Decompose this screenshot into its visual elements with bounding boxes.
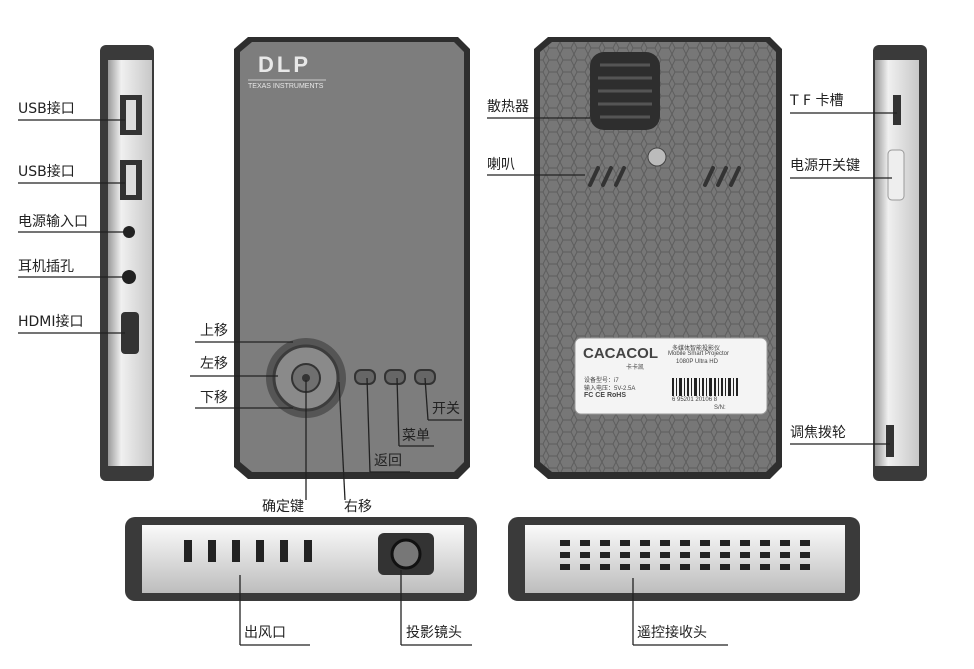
front-view: [234, 37, 470, 479]
vent-slot: [620, 552, 630, 558]
label-power-switch: 电源开关键: [790, 158, 860, 174]
vent-slot: [600, 552, 610, 558]
vent-slot: [760, 564, 770, 570]
label-resolution: 1080P Ultra HD: [676, 359, 718, 365]
label-speaker: 喇叭: [487, 157, 515, 173]
label-power: 开关: [432, 401, 460, 417]
vent-slot: [560, 540, 570, 546]
vent-slot: [760, 552, 770, 558]
vent-slot: [720, 564, 730, 570]
vent-slot: [580, 540, 590, 546]
right-side-view: [873, 45, 927, 481]
vent-slot: [640, 552, 650, 558]
label-product-en: Mobile Smart Projector: [668, 351, 730, 357]
vent-slot: [660, 540, 670, 546]
back-view: [534, 37, 782, 479]
label-tf-slot: T F 卡槽: [790, 93, 844, 109]
label-down: 下移: [200, 390, 228, 406]
label-back: 返回: [374, 453, 402, 469]
label-model: 设备型号：i7: [584, 378, 619, 384]
vent-slot: [760, 540, 770, 546]
vent-slot: [780, 564, 790, 570]
vent-slot: [700, 552, 710, 558]
vent-slot: [800, 552, 810, 558]
vent-slot: [580, 564, 590, 570]
dlp-logo: DLP: [258, 52, 311, 77]
vent-slot: [800, 564, 810, 570]
label-usb-2: USB接口: [18, 164, 75, 180]
vent-slot: [560, 564, 570, 570]
vent-slot: [780, 552, 790, 558]
label-menu: 菜单: [402, 428, 430, 444]
vent-slot: [700, 540, 710, 546]
label-barcode: 6 95201 20106 8: [672, 397, 718, 403]
vent-slot: [660, 564, 670, 570]
bottom-front-end-view: [125, 517, 477, 601]
label-usb-1: USB接口: [18, 101, 75, 117]
label-heatsink: 散热器: [487, 99, 529, 115]
vent-slot: [740, 564, 750, 570]
vent-slot: [780, 540, 790, 546]
label-lens: 投影镜头: [406, 625, 462, 641]
vent-slot: [720, 540, 730, 546]
dlp-logo-sub: TEXAS INSTRUMENTS: [248, 83, 324, 90]
label-vent: 出风口: [244, 625, 286, 641]
bottom-rear-end-view: [508, 517, 860, 601]
vent-slot: [660, 552, 670, 558]
label-brand-cn: 卡卡凯: [626, 365, 645, 371]
label-hdmi: HDMI接口: [18, 314, 84, 330]
label-power-input: 电源输入口: [18, 214, 88, 230]
vent-slot: [640, 540, 650, 546]
left-side-view: [100, 45, 154, 481]
leader-lines: [18, 112, 897, 646]
label-ok: 确定键: [262, 499, 304, 515]
label-right: 右移: [344, 499, 372, 515]
label-headphone: 耳机插孔: [18, 259, 74, 275]
label-sn: S/N:: [714, 405, 726, 411]
label-ir-receiver: 遥控接收头: [637, 625, 707, 641]
vent-slot: [680, 564, 690, 570]
vent-slot: [720, 552, 730, 558]
vent-slot: [560, 552, 570, 558]
label-focus-wheel: 调焦拨轮: [790, 425, 846, 441]
label-product-cn: 多媒体智能投影仪: [672, 346, 721, 352]
vent-slot: [740, 552, 750, 558]
label-up: 上移: [200, 323, 228, 339]
vent-slot: [740, 540, 750, 546]
vent-slot: [640, 564, 650, 570]
label-certs: FC CE RoHS: [584, 392, 626, 399]
label-brand: CACACOL: [583, 345, 658, 362]
vent-slot: [680, 540, 690, 546]
vent-slot: [680, 552, 690, 558]
vent-slot: [620, 540, 630, 546]
vent-slot: [700, 564, 710, 570]
vent-slot: [600, 564, 610, 570]
label-left: 左移: [200, 356, 228, 372]
vent-slot: [580, 552, 590, 558]
vent-slot: [600, 540, 610, 546]
vent-slot: [800, 540, 810, 546]
vent-slot: [620, 564, 630, 570]
label-input: 输入电压：5V-2.5A: [584, 386, 636, 392]
